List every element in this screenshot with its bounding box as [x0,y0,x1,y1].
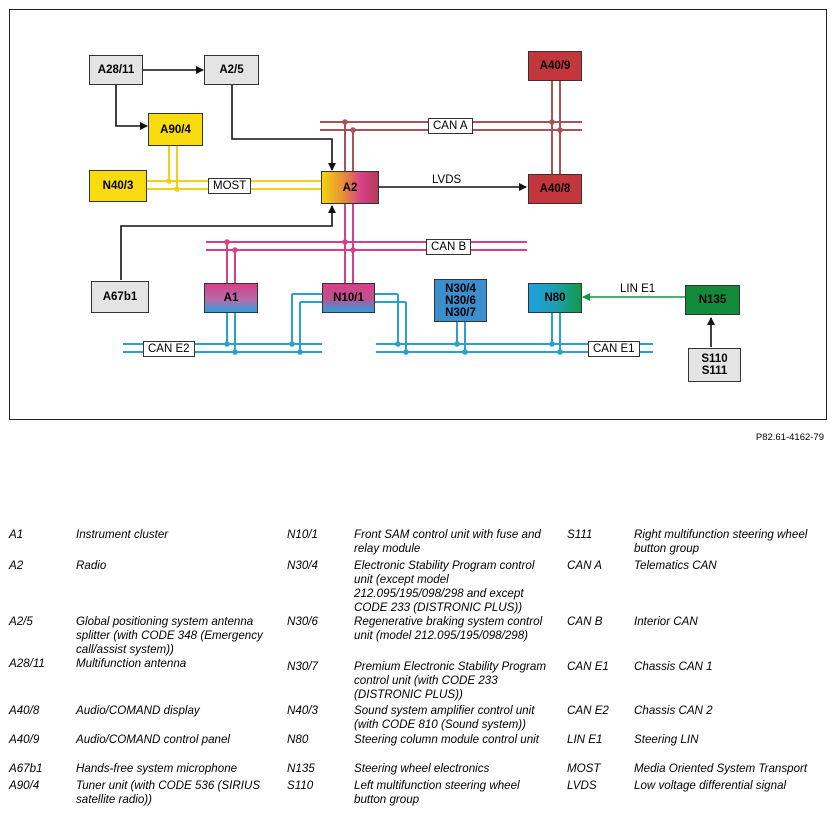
node-s110-group: S110 S111 [688,348,741,382]
legend-description: Right multifunction steering wheel butto… [634,528,808,555]
legend-description: Front SAM control unit with fuse and rel… [354,528,541,555]
node-n135: N135 [685,285,740,315]
legend-description: Regenerative braking system control unit… [354,615,543,642]
legend-code: N10/1 [287,528,318,541]
node-a28-11: A28/11 [89,55,143,85]
legend-code: A28/11 [9,657,45,670]
legend-code: A2 [9,559,24,572]
node-n30-group: N30/4 N30/6 N30/7 [434,279,487,322]
legend-code: S111 [567,528,593,541]
can-e-bus [123,293,653,353]
legend-description: Radio [76,559,107,572]
legend-code: LVDS [567,779,597,792]
legend-description: Steering wheel electronics [354,762,490,775]
legend-description: Audio/COMAND display [76,704,200,717]
node-a67b1: A67b1 [91,281,149,313]
can-b-bus [206,204,527,283]
legend-code: A40/8 [9,704,40,717]
legend-description: Global positioning system antenna splitt… [76,615,263,656]
legend-code: A40/9 [9,733,40,746]
figure-reference: P82.61-4162-79 [755,432,824,443]
legend-description: Steering column module control unit [354,733,539,746]
node-a40-9: A40/9 [528,51,582,81]
legend-description: Electronic Stability Program control uni… [354,559,535,614]
node-a90-4: A90/4 [148,113,203,146]
legend-code: A1 [9,528,24,541]
node-a1: A1 [204,283,258,313]
node-n10-1: N10/1 [322,283,375,313]
can-a-junctions [342,119,563,133]
legend-code: N135 [287,762,315,775]
legend-code: CAN A [567,559,603,572]
can-b-label: CAN B [426,239,472,255]
network-diagram: A28/11 A2/5 A40/9 A90/4 N40/3 MOST A2 LV… [9,9,827,420]
legend-code: N40/3 [287,704,318,717]
legend-description: Telematics CAN [634,559,717,572]
legend-code: N30/6 [287,615,318,628]
legend-description: Chassis CAN 1 [634,660,713,673]
lin-e1-label: LIN E1 [620,283,656,295]
node-a2: A2 [321,171,379,204]
node-n40-3: N40/3 [89,170,147,202]
diagram-wiring [115,66,715,355]
legend-code: N30/4 [287,559,318,572]
legend-code: LIN E1 [567,733,603,746]
legend-description: Chassis CAN 2 [634,704,713,717]
can-a-label: CAN A [428,118,473,134]
legend-description: Tuner unit (with CODE 536 (SIRIUS satell… [76,779,261,806]
legend-code: A2/5 [9,615,33,628]
can-e-junctions [224,341,563,355]
legend-code: N80 [287,733,309,746]
legend-code: CAN B [567,615,603,628]
legend-code: S110 [287,779,314,792]
can-b-junctions [224,239,356,253]
legend-description: Hands-free system microphone [76,762,238,775]
node-a2-5: A2/5 [204,55,259,85]
legend-description: Steering LIN [634,733,699,746]
legend-description: Multifunction antenna [76,657,187,670]
node-n80: N80 [528,283,582,313]
legend-description: Left multifunction steering wheel button… [354,779,520,806]
can-e1-label: CAN E1 [588,341,640,357]
can-e2-label: CAN E2 [143,341,195,357]
legend-code: A67b1 [9,762,43,775]
legend-code: CAN E2 [567,704,609,717]
node-a40-8: A40/8 [528,174,582,204]
legend-description: Premium Electronic Stability Program con… [354,660,546,701]
most-junctions [166,178,180,192]
most-label: MOST [208,178,252,194]
legend-code: CAN E1 [567,660,609,673]
lvds-label: LVDS [432,174,462,186]
legend-description: Audio/COMAND control panel [76,733,231,746]
signal-arrows [115,66,715,347]
legend-code: A90/4 [9,779,40,792]
legend-code: MOST [567,762,601,775]
legend-code: N30/7 [287,660,318,673]
legend-description: Sound system amplifier control unit (wit… [354,704,535,731]
legend-description: Instrument cluster [76,528,169,541]
legend-description: Low voltage differential signal [634,779,787,792]
legend-description: Interior CAN [634,615,698,628]
legend-description: Media Oriented System Transport [634,762,808,775]
